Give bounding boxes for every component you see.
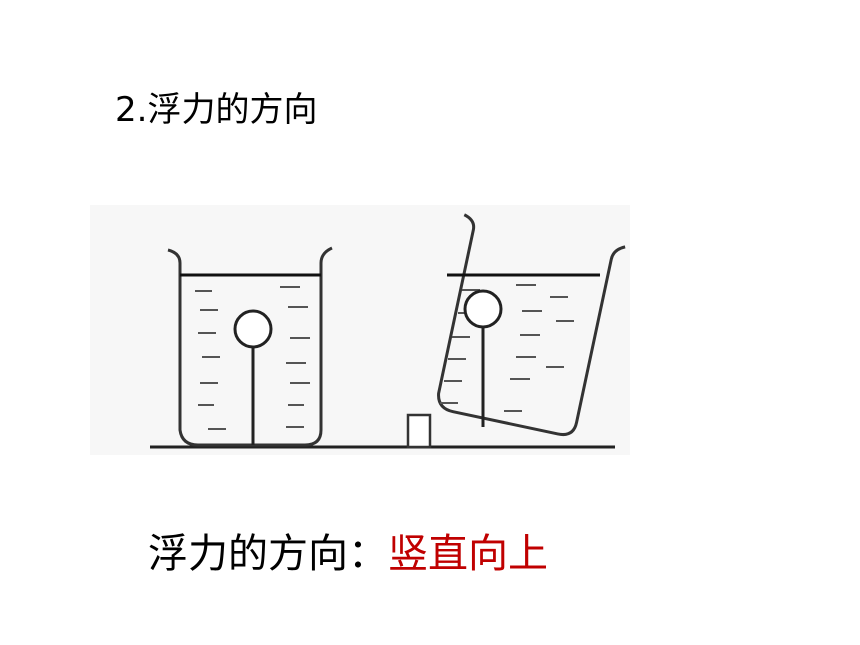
- conclusion-label: 浮力的方向：: [148, 531, 388, 577]
- support-block: [406, 413, 432, 449]
- upright-beaker: [167, 246, 333, 447]
- floating-ball: [233, 309, 273, 349]
- floating-ball-tilted: [463, 289, 503, 329]
- conclusion-answer: 竖直向上: [388, 531, 548, 577]
- tilted-beaker: [437, 213, 626, 437]
- slide-heading: 2.浮力的方向: [115, 90, 318, 130]
- buoyancy-direction-figure: [90, 205, 630, 455]
- conclusion-line: 浮力的方向：竖直向上: [148, 528, 548, 580]
